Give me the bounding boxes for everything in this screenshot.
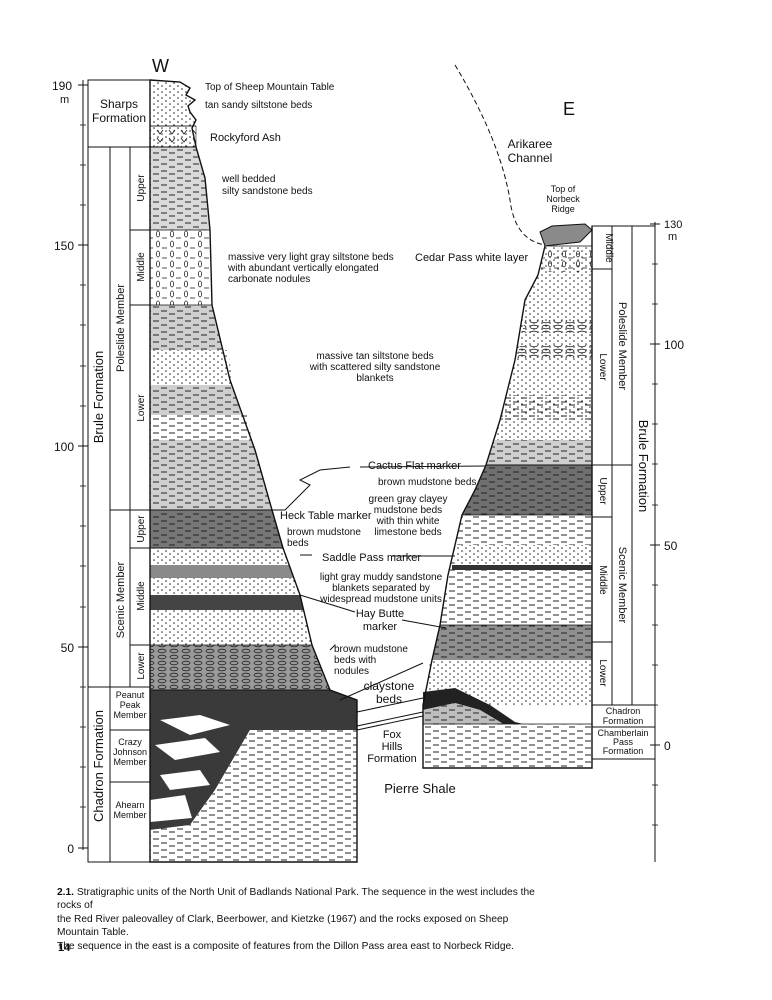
rockyford-ash-label: Rockyford Ash	[210, 132, 281, 144]
top-sheep-mountain-label: Top of Sheep Mountain Table	[205, 82, 335, 93]
poleslide-member-left: Poleslide Member	[115, 284, 127, 372]
west-column	[149, 79, 358, 863]
scenic-member-right: Scenic Member	[616, 547, 628, 624]
poleslide-middle-left: Middle	[136, 252, 147, 282]
cactus-flat-label: Cactus Flat marker	[368, 460, 461, 472]
poleslide-lower-right: Lower	[597, 353, 608, 381]
scenic-upper-left: Upper	[136, 515, 147, 543]
scenic-lower-right: Lower	[597, 659, 608, 687]
brule-formation-right: Brule Formation	[636, 420, 651, 512]
poleslide-middle-right: Middle	[603, 233, 614, 263]
right-scale	[591, 222, 660, 862]
tick-left-190: 190	[52, 79, 72, 93]
unit-right: m	[668, 231, 677, 243]
tick-left-50: 50	[61, 641, 75, 655]
scenic-upper-right: Upper	[597, 477, 608, 505]
poleslide-upper-left: Upper	[136, 174, 147, 202]
tick-left-0: 0	[67, 842, 74, 856]
tick-right-0: 0	[664, 739, 671, 753]
caption-number: 2.1.	[57, 887, 74, 898]
page-number: 14	[58, 942, 71, 954]
brule-formation-left: Brule Formation	[91, 351, 106, 443]
connector-lines	[272, 64, 546, 731]
cedar-pass-label: Cedar Pass white layer	[415, 252, 528, 264]
scenic-middle-right: Middle	[597, 565, 608, 595]
caption-line-3: The sequence in the east is a composite …	[57, 940, 514, 952]
poleslide-lower-left: Lower	[136, 394, 147, 422]
east-label: E	[563, 99, 575, 119]
scenic-member-left: Scenic Member	[115, 561, 127, 638]
west-label: W	[152, 56, 169, 76]
brown-mudstone-1-label: brown mudstone beds	[378, 477, 476, 488]
tick-left-100: 100	[54, 440, 74, 454]
layer-rockyford-ash	[149, 125, 197, 148]
chadron-formation-left: Chadron Formation	[91, 710, 106, 822]
scenic-lower-left: Lower	[136, 652, 147, 680]
layer-cedar-pass-cap	[539, 223, 593, 247]
figure-caption: 2.1. Stratigraphic units of the North Un…	[57, 886, 537, 953]
scenic-middle-left: Middle	[136, 581, 147, 611]
tick-right-100: 100	[664, 338, 684, 352]
saddle-pass-label: Saddle Pass marker	[322, 552, 421, 564]
tick-left-150: 150	[54, 239, 74, 253]
caption-line-1: Stratigraphic units of the North Unit of…	[57, 887, 535, 912]
tick-right-130: 130	[664, 219, 682, 231]
heck-table-label: Heck Table marker	[280, 510, 372, 522]
left-scale	[78, 79, 151, 863]
tan-sandy-label: tan sandy siltstone beds	[205, 100, 312, 111]
unit-left: m	[60, 94, 69, 106]
pierre-shale-label: Pierre Shale	[384, 781, 456, 796]
tick-right-50: 50	[664, 539, 678, 553]
east-column	[422, 223, 593, 769]
poleslide-member-right: Poleslide Member	[616, 302, 628, 390]
caption-line-2: the Red River paleovalley of Clark, Beer…	[57, 913, 509, 939]
